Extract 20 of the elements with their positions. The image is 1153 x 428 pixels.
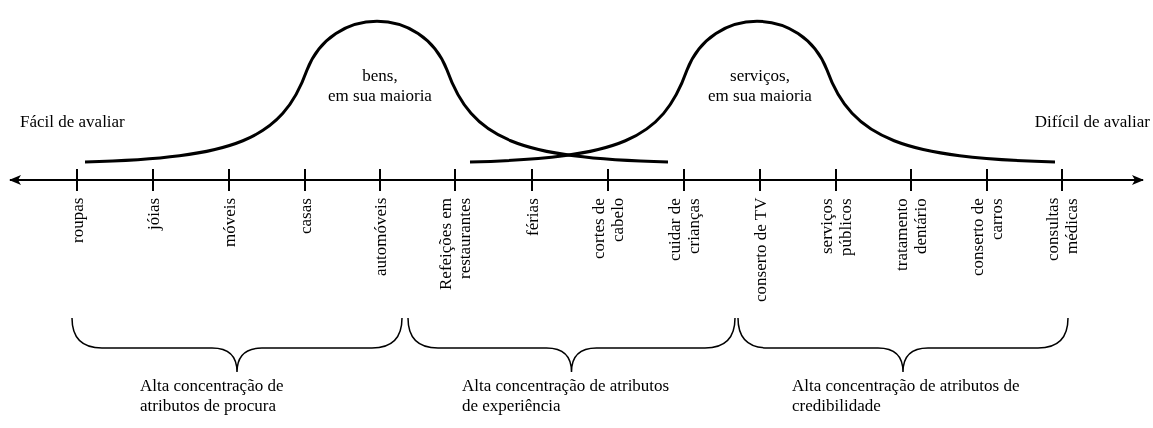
group-caption: Alta concentração de atributos de procura [140, 376, 285, 416]
item-label: férias [522, 198, 542, 238]
item-label: cuidar de crianças [665, 198, 703, 263]
item-label: automóveis [370, 198, 390, 279]
item-label: tratamento dentário [892, 198, 930, 273]
curve-label: serviços, em sua maioria [707, 66, 813, 106]
item-label: consultas médicas [1043, 198, 1081, 264]
item-label: serviços públicos [817, 198, 855, 258]
axis-label: Fácil de avaliar [20, 112, 126, 132]
item-label: móveis [219, 198, 239, 250]
axis-label: Difícil de avaliar [1033, 112, 1150, 132]
item-label: roupas [67, 198, 87, 246]
item-label: conserto de carros [968, 198, 1006, 278]
item-label: jóias [143, 198, 163, 233]
group-caption: Alta concentração de atributos de credibilidade [792, 376, 1021, 416]
item-label: casas [295, 198, 315, 236]
item-label: cortes de cabelo [589, 198, 627, 261]
item-label: conserto de TV [750, 198, 770, 305]
curve-label: bens, em sua maioria [327, 66, 433, 106]
group-caption: Alta concentração de atributos de experiência [462, 376, 671, 416]
